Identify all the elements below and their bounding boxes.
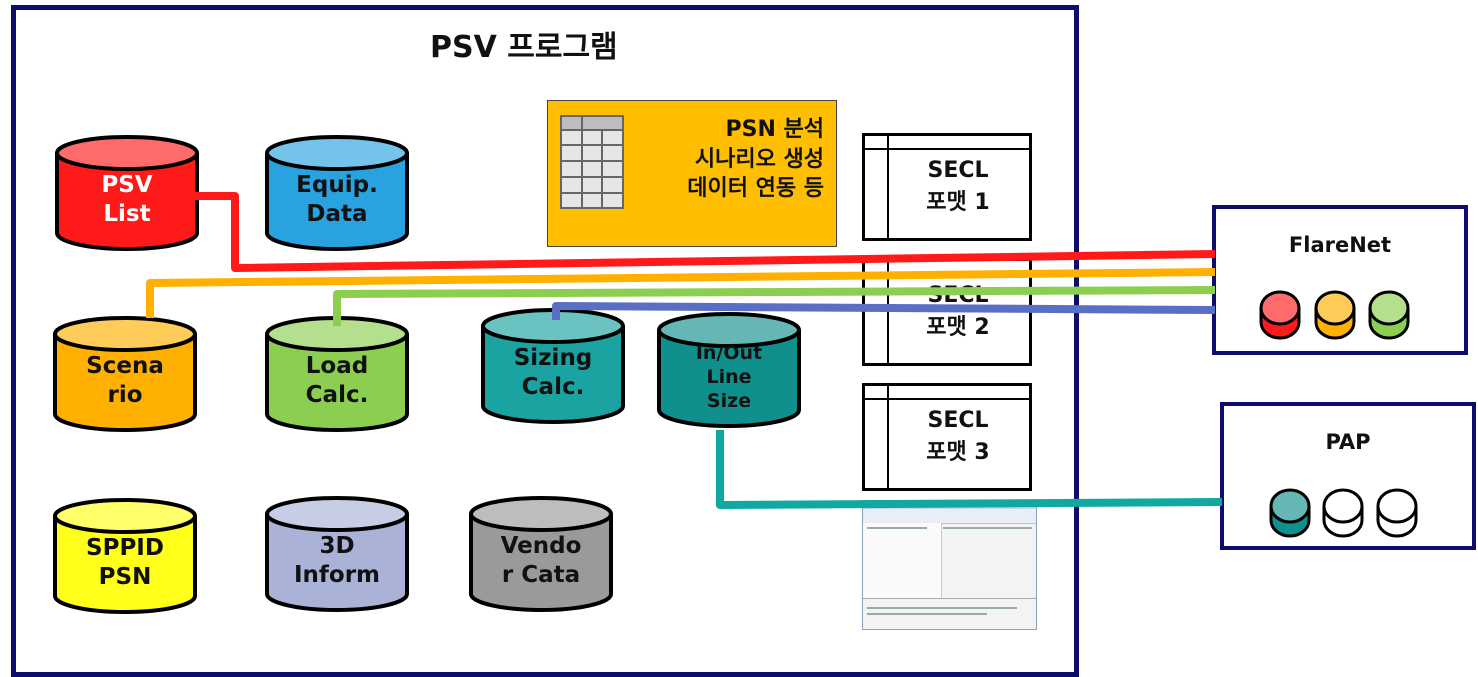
flarenet-system: FlareNet [1212, 205, 1468, 355]
db-label-line: Line [706, 365, 752, 388]
db-label-line: rio [107, 381, 143, 408]
secl-label: 포맷 1 [926, 190, 990, 215]
db-label-line: SPPID [86, 535, 164, 561]
secl-label: SECL [927, 408, 989, 434]
psn-line: 데이터 연동 등 [687, 176, 824, 202]
flarenet-title: FlareNet [1288, 233, 1392, 257]
db-label-line: PSV [101, 172, 153, 198]
secl-label: 포맷 2 [926, 315, 990, 340]
db-label-line: Calc. [521, 373, 585, 400]
secl-format-3: SECL 포맷 3 [862, 383, 1032, 491]
secl-label: SECL [927, 283, 989, 309]
pap-system: PAP [1220, 402, 1476, 550]
secl-label: 포맷 3 [926, 440, 990, 465]
secl-format-1: SECL 포맷 1 [862, 133, 1032, 241]
psn-analysis-box: PSN 분석 시나리오 생성 데이터 연동 등 [547, 100, 837, 247]
db-label-line: Equip. [296, 172, 378, 198]
db-label-line: 3D [319, 533, 355, 559]
db-label-line: PSN [98, 563, 152, 590]
db-label-line: Data [306, 200, 368, 227]
db-label-line: r Cata [501, 561, 581, 588]
db-label-line: Inform [293, 561, 381, 588]
table-icon [560, 115, 624, 209]
db-label-line: Calc. [305, 381, 369, 408]
secl-label: SECL [927, 158, 989, 184]
equip-data-label: Equip.Data [267, 167, 407, 239]
db-label-line: List [103, 200, 151, 227]
psn-box-text: PSN 분석 시나리오 생성 데이터 연동 등 [687, 115, 824, 204]
db-label-line: Scena [86, 353, 164, 379]
psn-line: 시나리오 생성 [694, 146, 824, 172]
panel-title: PSV 프로그램 [430, 30, 618, 65]
db-label-line: Sizing [513, 345, 593, 371]
psn-line: PSN 분석 [725, 117, 824, 142]
db-label-line: Size [706, 389, 752, 412]
db-label-line: Vendo [500, 533, 582, 559]
secl-format-2: SECL 포맷 2 [862, 258, 1032, 366]
pap-title: PAP [1325, 430, 1371, 454]
db-label-line: Load [305, 353, 369, 379]
app-screenshot-thumbnail [862, 500, 1037, 630]
db-label-line: In/Out [695, 342, 763, 364]
